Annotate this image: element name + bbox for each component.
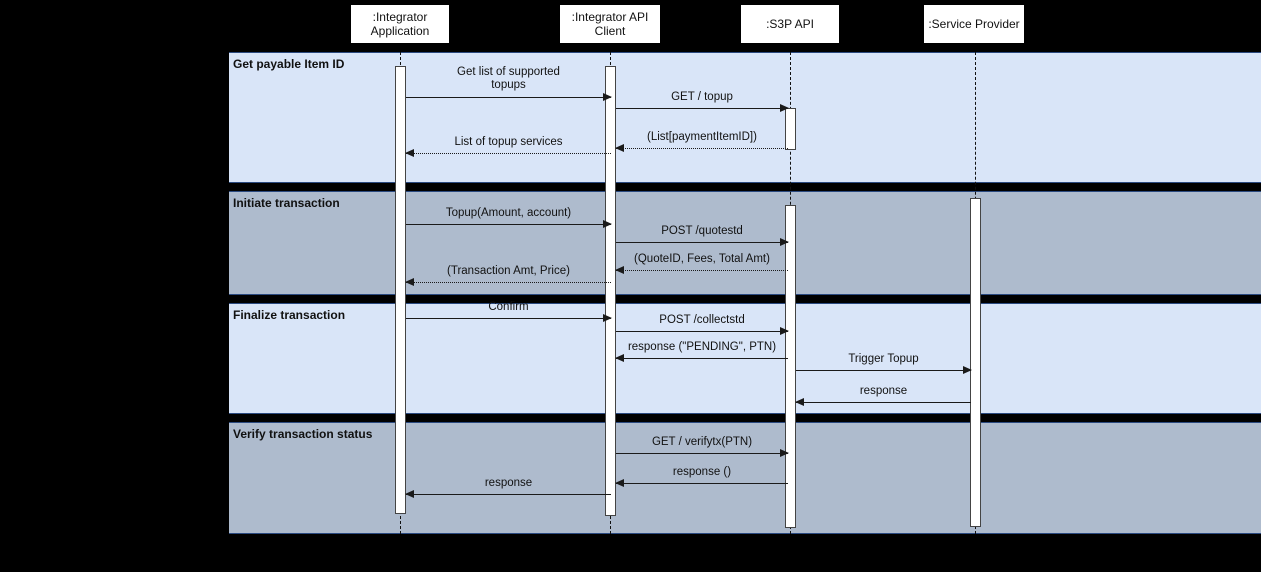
participant-label-line1: :Service Provider bbox=[928, 17, 1020, 31]
fragment-label: Initiate transaction bbox=[233, 196, 340, 210]
arrowhead-icon bbox=[405, 277, 414, 286]
fragment-separator bbox=[229, 183, 1261, 191]
message-label: response ("PENDING", PTN) bbox=[627, 341, 777, 353]
participant-box-service-provider[interactable]: :Service Provider bbox=[923, 4, 1025, 44]
participant-label-line2: Client bbox=[594, 24, 626, 38]
message-label: Confirm bbox=[488, 301, 529, 313]
participant-label-line1: :S3P API bbox=[766, 17, 814, 31]
message-label: Get list of supported bbox=[457, 66, 560, 78]
activation-bar-integrator-api-client bbox=[605, 66, 616, 516]
fragment-label: Finalize transaction bbox=[233, 308, 346, 322]
fragment-separator bbox=[229, 414, 1261, 422]
message-label: List of topup services bbox=[454, 136, 563, 148]
arrowhead-icon bbox=[780, 326, 789, 335]
message-label: response bbox=[484, 477, 533, 489]
arrowhead-icon bbox=[615, 353, 624, 362]
arrowhead-icon bbox=[603, 313, 612, 322]
arrowhead-icon bbox=[780, 448, 789, 457]
activation-bar-s3p-api bbox=[785, 205, 796, 528]
arrowhead-icon bbox=[603, 92, 612, 101]
message-label: Trigger Topup bbox=[848, 353, 919, 365]
activation-bar-s3p-api bbox=[785, 108, 796, 150]
fragment-initiate-transaction: Initiate transaction bbox=[229, 191, 1261, 295]
arrowhead-icon bbox=[615, 478, 624, 487]
message-label: GET / verifytx(PTN) bbox=[651, 436, 753, 448]
message-label: topups bbox=[491, 79, 526, 91]
arrowhead-icon bbox=[603, 219, 612, 228]
message-label: (QuoteID, Fees, Total Amt) bbox=[634, 253, 770, 265]
arrowhead-icon bbox=[615, 143, 624, 152]
participant-box-integrator-application[interactable]: :Integrator Application bbox=[350, 4, 450, 44]
arrowhead-icon bbox=[780, 103, 789, 112]
message-label: POST /quotestd bbox=[661, 225, 743, 237]
fragment-label: Get payable Item ID bbox=[233, 57, 345, 71]
participant-label-line1: :Integrator bbox=[372, 10, 428, 24]
arrowhead-icon bbox=[405, 489, 414, 498]
participant-label-line2: Application bbox=[370, 24, 430, 38]
message-label: response () bbox=[672, 466, 732, 478]
arrowhead-icon bbox=[780, 237, 789, 246]
activation-bar-service-provider bbox=[970, 198, 981, 527]
fragment-label: Verify transaction status bbox=[233, 427, 373, 441]
message-label: POST /collectstd bbox=[659, 314, 745, 326]
message-label: Topup(Amount, account) bbox=[445, 207, 572, 219]
arrowhead-icon bbox=[963, 365, 972, 374]
arrowhead-icon bbox=[795, 397, 804, 406]
message-label: (List[paymentItemID]) bbox=[647, 131, 757, 143]
message-label: response bbox=[859, 385, 908, 397]
message-label: (Transaction Amt, Price) bbox=[447, 265, 570, 277]
participant-box-integrator-api-client[interactable]: :Integrator API Client bbox=[559, 4, 661, 44]
activation-bar-integrator-application bbox=[395, 66, 406, 514]
participant-box-s3p-api[interactable]: :S3P API bbox=[740, 4, 840, 44]
participant-label-line1: :Integrator API bbox=[571, 10, 649, 24]
arrowhead-icon bbox=[615, 265, 624, 274]
fragment-get-payable-item-id: Get payable Item ID bbox=[229, 52, 1261, 183]
message-label: GET / topup bbox=[671, 91, 733, 103]
fragment-separator bbox=[229, 295, 1261, 303]
arrowhead-icon bbox=[405, 148, 414, 157]
